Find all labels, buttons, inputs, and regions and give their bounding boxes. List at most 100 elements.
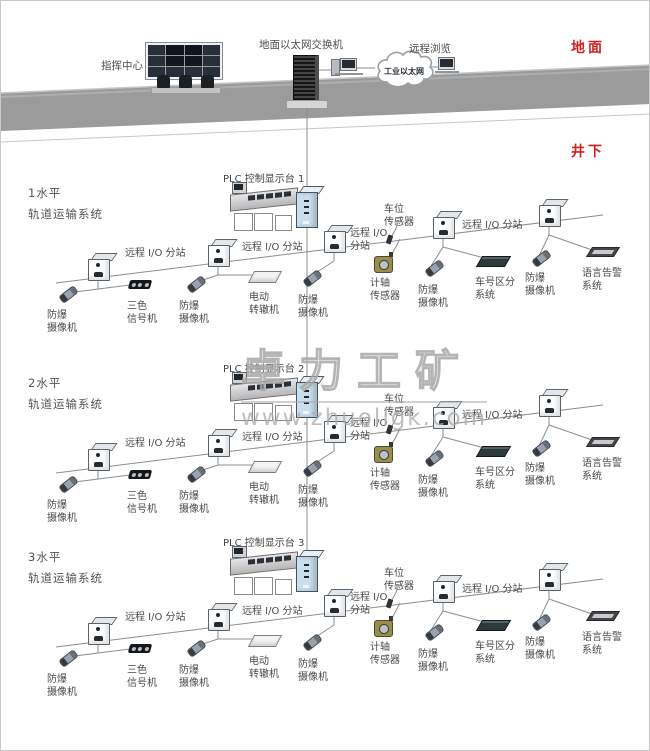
camera-label-text: 摄像机 [47,323,77,334]
camera-label-text: 防爆 [298,659,318,670]
signal-label-text: 三色 [127,491,147,502]
level-title: 3水平 [28,551,61,564]
car-id-label: 车号区分系统 [475,640,515,666]
level-subtitle-text: 轨道运输系统 [28,571,103,585]
signal-label-text: 三色 [127,665,147,676]
car-id-label-text: 车号区分 [475,277,515,288]
axle-sensor-label-text: 计轴 [370,278,390,289]
industrial-ethernet-cloud: 工业以太网 [377,50,434,88]
camera-label-text: 摄像机 [298,498,328,509]
switch-machine-label-text: 转辙机 [249,305,279,316]
tunnel-roof-line [1,113,649,143]
underground-zone-label: 井下 [571,144,605,160]
io-station-label-text: 远程 I/O 分站 [125,438,186,449]
plc-console-icon [230,182,302,233]
camera-label-text: 摄像机 [525,476,555,487]
car-id-label-text: 系统 [475,654,495,665]
level-subtitle: 轨道运输系统 [28,398,103,411]
plc-console-label-text: PLC 控制显示台 2 [223,364,305,375]
signal-label-text: 信号机 [127,504,157,515]
parking-sensor-label: 车位传感器 [384,203,414,229]
voice-alarm-label-text: 语言告警 [582,458,622,469]
camera-label-text: 防爆 [418,285,438,296]
voice-alarm-label: 语言告警系统 [582,267,622,293]
level-title: 2水平 [28,377,61,390]
camera-label-text: 摄像机 [179,314,209,325]
plc-console-icon [230,372,302,423]
io-station-label-text: 远程 I/O [350,418,388,429]
car-id-label: 车号区分系统 [475,276,515,302]
camera-label-text: 摄像机 [418,488,448,499]
video-wall-icon [145,42,223,80]
camera-label: 防爆摄像机 [47,673,77,699]
remote-io-station-box [85,442,118,471]
remote-io-station-box [536,562,569,591]
camera-label: 防爆摄像机 [47,309,77,335]
car-id-label-text: 系统 [475,480,495,491]
server-rack-base [286,100,328,109]
axle-counter-sensor-icon [374,616,393,637]
io-station-label: 远程 I/O 分站 [462,409,523,422]
level-subtitle: 轨道运输系统 [28,572,103,585]
io-station-label-text: 分站 [350,431,370,442]
io-station-label: 远程 I/O 分站 [125,437,186,450]
camera-label-text: 摄像机 [298,308,328,319]
switch-machine-label-text: 转辙机 [249,495,279,506]
switch-machine-label: 电动转辙机 [249,481,279,507]
remote-terminal-shelf [435,71,459,73]
camera-label-text: 防爆 [525,463,545,474]
parking-sensor-label: 车位传感器 [384,567,414,593]
io-station-label-text: 远程 I/O 分站 [125,612,186,623]
plc-cabinet-icon [292,549,325,593]
camera-label-text: 防爆 [179,491,199,502]
switch-machine-label-text: 电动 [249,292,269,303]
io-station-label-text: 远程 I/O 分站 [242,242,303,253]
plc-console-label: PLC 控制显示台 1 [223,173,304,186]
plc-console-icon [230,546,302,597]
level-subtitle: 轨道运输系统 [28,208,103,221]
camera-label: 防爆摄像机 [525,462,555,488]
signal-label: 三色信号机 [127,300,157,326]
remote-io-station-box [536,198,569,227]
parking-sensor-label-text: 车位 [384,568,404,579]
command-center-label: 指挥中心 [101,60,143,72]
camera-label-text: 摄像机 [47,687,77,698]
parking-sensor-label-text: 传感器 [384,581,414,592]
axle-sensor-label: 计轴传感器 [370,277,400,303]
remote-browse-label: 远程浏览 [409,43,451,55]
io-station-label: 远程 I/O 分站 [462,219,523,232]
car-id-label: 车号区分系统 [475,466,515,492]
level-title-text: 2水平 [28,376,62,390]
camera-label-text: 防爆 [47,310,67,321]
io-station-label: 远程 I/O 分站 [350,417,387,443]
voice-alarm-label-text: 系统 [582,471,602,482]
io-station-label-text: 远程 I/O 分站 [242,432,303,443]
camera-label: 防爆摄像机 [525,636,555,662]
signal-label-text: 信号机 [127,314,157,325]
level-title-text: 1水平 [28,186,62,200]
camera-label: 防爆摄像机 [298,658,328,684]
ethernet-switch-label: 地面以太网交换机 [259,39,343,51]
tricolor-signal-icon [127,470,153,479]
camera-label-text: 摄像机 [525,650,555,661]
camera-label-text: 摄像机 [298,672,328,683]
ground-zone-label: 地面 [571,40,605,56]
parking-sensor-label-text: 传感器 [384,217,414,228]
voice-alarm-label-text: 语言告警 [582,632,622,643]
level-title: 1水平 [28,187,61,200]
voice-alarm-label-text: 系统 [582,645,602,656]
camera-label: 防爆摄像机 [418,284,448,310]
remote-io-station-box [321,588,354,617]
camera-label-text: 防爆 [298,485,318,496]
io-station-label: 远程 I/O 分站 [125,611,186,624]
camera-label-text: 防爆 [298,295,318,306]
remote-terminal-icon [438,57,455,70]
plc-console-label: PLC 控制显示台 3 [223,537,304,550]
camera-label-text: 摄像机 [418,298,448,309]
car-id-label-text: 车号区分 [475,641,515,652]
operator-desk-base [151,87,221,94]
car-id-label-text: 系统 [475,290,495,301]
io-station-label-text: 远程 I/O [350,228,388,239]
